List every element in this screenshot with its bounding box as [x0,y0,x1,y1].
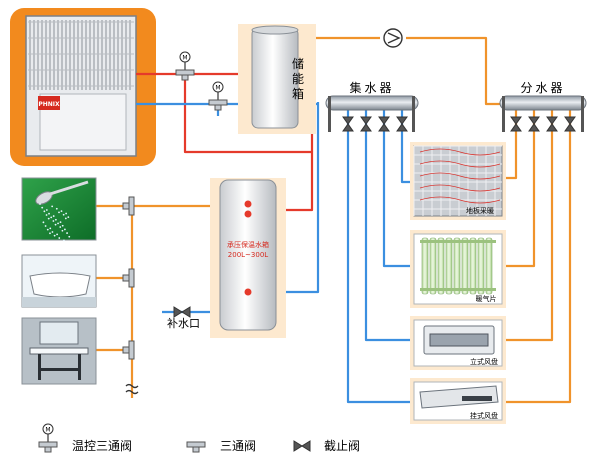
legend-label-tee: 三通阀 [220,439,256,453]
makeup-water-label: 补水口 [167,317,200,330]
stop-valve-icon [510,116,522,132]
collector-riser-2 [364,104,410,342]
stop-valve-icon [360,116,372,132]
radiator-panel [410,230,506,308]
storage-tank-label: 储能箱 [292,56,304,101]
ceiling-fan-coil-label: 挂式风盘 [470,411,498,420]
stop-valve-icon [342,116,354,132]
collector-riser-3 [382,104,410,268]
legend-tee-icon [186,441,206,453]
washbasin-fixture [21,317,97,385]
distributor-riser-4 [506,104,572,404]
stop-valve-icon [396,116,408,132]
hot-water-tank-label: 承压保温水箱 [227,240,269,249]
vertical-fan-coil-label: 立式风盘 [470,357,498,366]
tee-fitting-icon [122,196,135,216]
floor-heating-label: 地板采暖 [466,206,494,215]
brand-text: PHNIX [38,101,60,108]
collector-riser-4 [400,104,410,184]
dhw-main [130,204,222,398]
distributor-label: 分水器 [520,81,565,95]
supply-pipe-top [300,36,504,106]
distributor-riser-3 [506,104,554,342]
legend-label-thermostatic: 温控三通阀 [72,439,132,453]
collector-label: 集水器 [349,80,394,95]
circulation-pump-icon [383,28,403,48]
legend-stop-valve-icon [293,440,311,452]
dhw-tee-fittings [122,196,135,360]
shower-fixture [21,177,97,242]
heat-pump-grille [28,20,134,90]
collector-manifold [325,95,419,132]
pipe-break-symbol [125,383,139,395]
bathtub-fixture [21,254,97,308]
storage-tank [238,24,316,134]
stop-valve-icon [378,116,390,132]
floor-heating-panel [410,142,506,220]
hot-water-tank [210,178,286,338]
stop-valve-icon [546,116,558,132]
brand-logo [38,96,60,110]
stop-valve-icon [528,116,540,132]
legend-thermostatic-valve-icon: M [38,423,58,453]
legend-label-stop-valve: 截止阀 [324,439,360,453]
tee-fitting-icon [122,340,135,360]
distributor-riser-1 [506,104,518,180]
thermostatic-valve-2: M [208,81,228,111]
distributor-manifold [499,95,587,132]
hot-water-tank-capacity: 200L~300L [228,251,268,259]
manifold-stop-valves [342,116,576,132]
thermostatic-valve-1: M [175,51,195,81]
radiator-label: 暖气片 [476,294,497,303]
svg-text:M: M [215,85,220,92]
tee-fitting-icon [122,268,135,288]
stop-valve-icon [564,116,576,132]
svg-text:M: M [182,55,187,62]
vertical-fan-coil-panel [410,316,506,370]
ceiling-fan-coil-panel [410,378,506,424]
legend: M 温控三通阀 三通阀 截止阀 [38,423,360,453]
makeup-stop-valve [173,306,191,318]
collector-riser-1 [346,104,410,404]
distributor-riser-2 [506,104,536,268]
svg-text:M: M [45,427,50,434]
heat-pump-unit: PHNIX [10,8,156,166]
